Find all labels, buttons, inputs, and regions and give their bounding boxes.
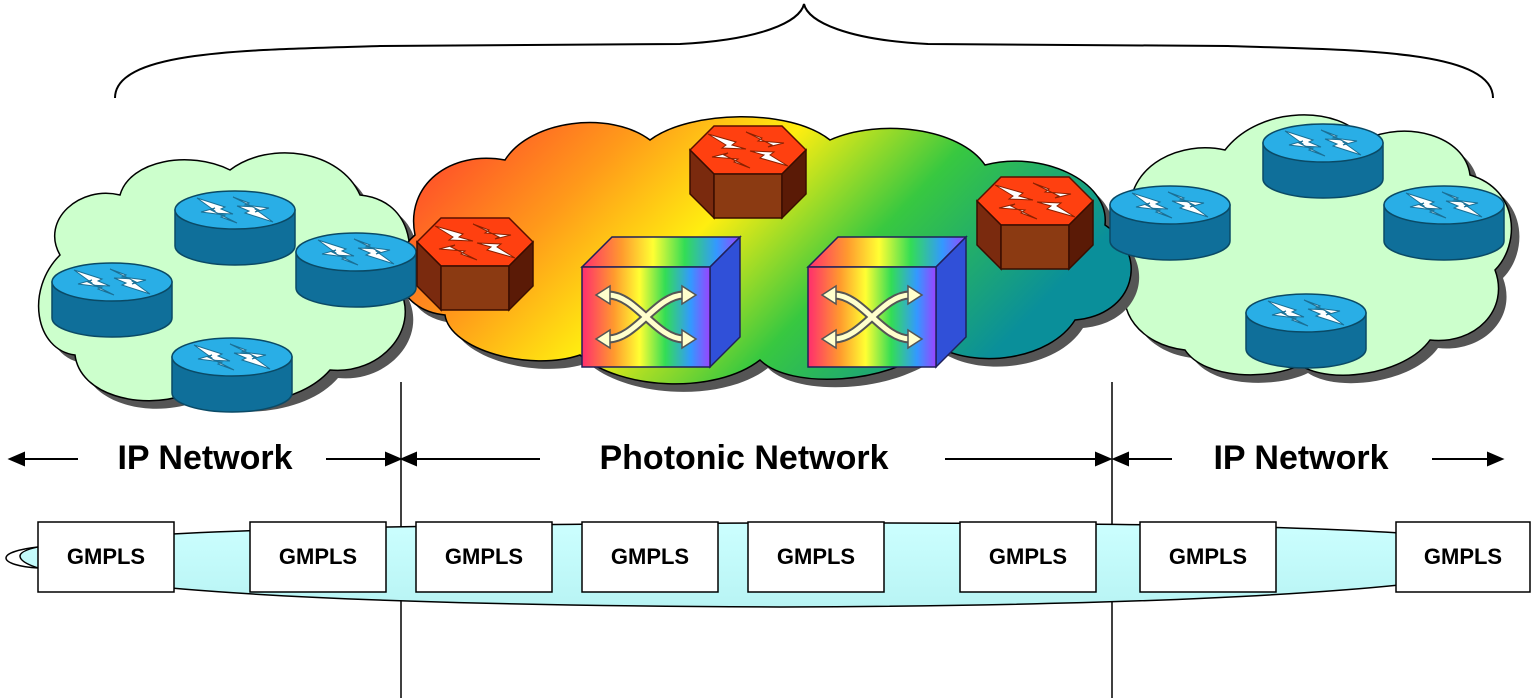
svg-text:GMPLS: GMPLS — [1169, 544, 1247, 569]
svg-text:GMPLS: GMPLS — [611, 544, 689, 569]
optical-cross-connect-icon — [808, 237, 966, 367]
router-icon — [295, 232, 417, 308]
tube-left-cap — [5, 546, 39, 569]
router-icon — [1383, 185, 1505, 261]
gmpls-node: GMPLS — [959, 521, 1097, 593]
router-icon — [1245, 293, 1367, 369]
left-ip-network-label: IP Network — [117, 439, 292, 477]
svg-text:GMPLS: GMPLS — [777, 544, 855, 569]
gmpls-node: GMPLS — [747, 521, 885, 593]
right-ip-network-label: IP Network — [1213, 439, 1388, 477]
photonic-router-icon — [976, 176, 1094, 270]
router-icon — [1109, 185, 1231, 261]
gmpls-node: GMPLS — [581, 521, 719, 593]
gmpls-node: GMPLS — [415, 521, 553, 593]
photonic-router-icon — [689, 125, 807, 219]
router-icon — [1262, 123, 1384, 199]
gmpls-node: GMPLS — [249, 521, 387, 593]
router-icon — [171, 337, 293, 413]
segment-arrows — [7, 451, 1505, 467]
router-icon — [51, 262, 173, 338]
gmpls-node: GMPLS — [1395, 521, 1531, 593]
svg-text:GMPLS: GMPLS — [279, 544, 357, 569]
router-icon — [174, 190, 296, 266]
optical-cross-connect-icon — [582, 237, 740, 367]
gmpls-node: GMPLS — [1139, 521, 1277, 593]
photonic-network-label: Photonic Network — [599, 439, 888, 477]
svg-text:GMPLS: GMPLS — [67, 544, 145, 569]
svg-text:GMPLS: GMPLS — [445, 544, 523, 569]
svg-text:GMPLS: GMPLS — [1424, 544, 1502, 569]
top-brace — [114, 3, 1494, 99]
svg-text:GMPLS: GMPLS — [989, 544, 1067, 569]
gmpls-node: GMPLS — [37, 521, 175, 593]
photonic-router-icon — [416, 217, 534, 311]
